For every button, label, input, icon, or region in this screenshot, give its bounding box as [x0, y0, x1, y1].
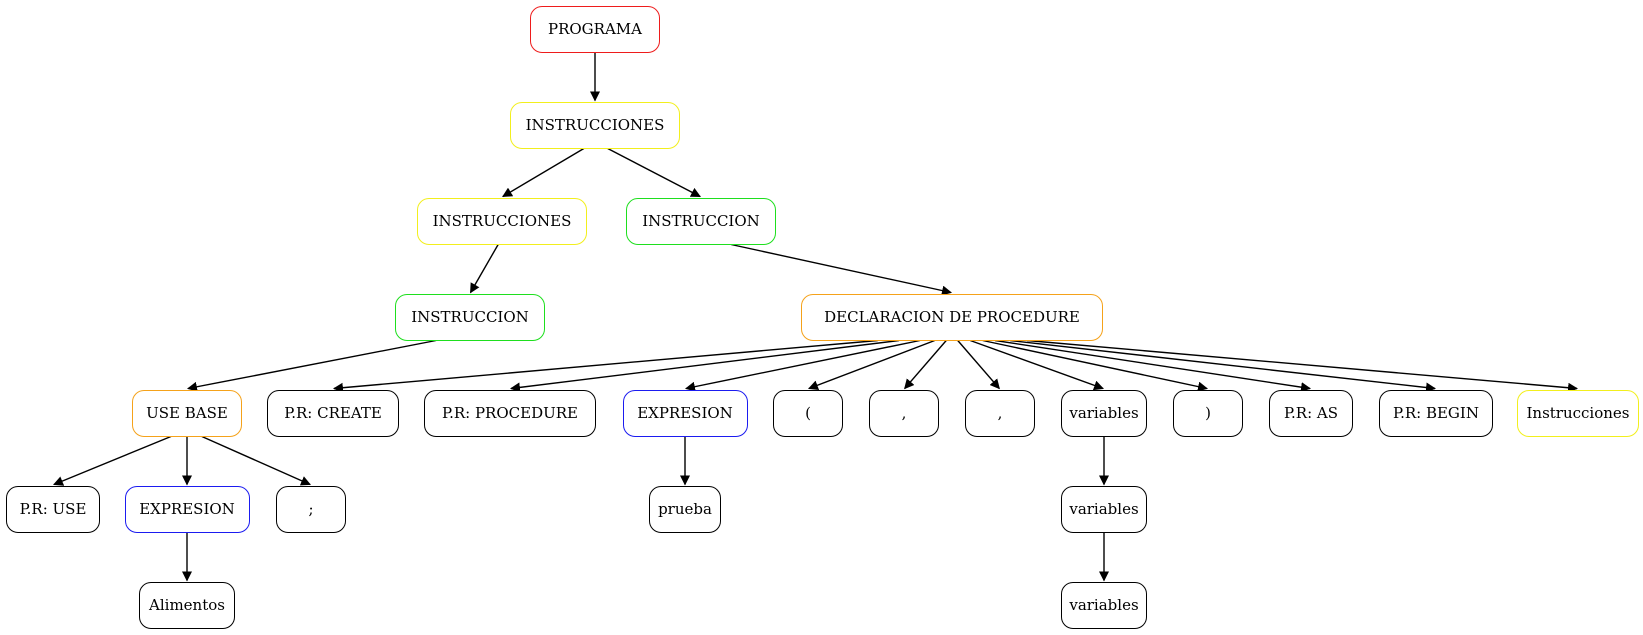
node-pr-create: P.R: CREATE [267, 389, 399, 437]
edge-n_use_base-to-n_pr_use [53, 435, 172, 486]
edge-n_decl_procedure-to-n_comma_1 [904, 340, 947, 390]
node-prueba: prueba [649, 485, 721, 533]
node-semicolon: ; [276, 485, 346, 533]
edge-n_instrucciones_root-to-n_instrucciones_left [502, 147, 585, 198]
edge-n_decl_procedure-to-n_paren_open [808, 339, 935, 390]
node-pr-procedure: P.R: PROCEDURE [424, 389, 596, 437]
edge-n_decl_procedure-to-n_instrucciones_lower [1027, 339, 1578, 393]
edge-n_instrucciones_root-to-n_instruccion_right [607, 147, 701, 198]
edge-n_decl_procedure-to-n_pr_as [994, 339, 1311, 393]
node-instrucciones-lower: Instrucciones [1517, 389, 1639, 437]
edge-n_instruccion_right-to-n_decl_procedure [730, 243, 952, 296]
node-programa: PROGRAMA [530, 5, 660, 53]
node-paren-open: ( [773, 389, 843, 437]
node-paren-close: ) [1173, 389, 1243, 437]
node-variables-2: variables [1061, 485, 1147, 533]
edge-n_decl_procedure-to-n_paren_close [982, 339, 1208, 392]
node-instrucciones-left: INSTRUCCIONES [417, 197, 587, 245]
node-expresion-use: EXPRESION [124, 485, 250, 533]
node-variables-3: variables [1061, 581, 1147, 629]
node-expresion-procedure: EXPRESION [622, 389, 748, 437]
node-instrucciones-root: INSTRUCCIONES [510, 101, 680, 149]
node-variables-1: variables [1061, 389, 1147, 437]
node-instruccion-right: INSTRUCCION [626, 197, 776, 245]
edge-n_decl_procedure-to-n_pr_procedure [510, 339, 900, 393]
node-declaracion-de-procedure: DECLARACION DE PROCEDURE [801, 293, 1103, 341]
node-pr-use: P.R: USE [6, 485, 100, 533]
node-comma-1: , [869, 389, 939, 437]
edge-n_decl_procedure-to-n_comma_2 [957, 340, 1000, 390]
node-comma-2: , [965, 389, 1035, 437]
edge-n_decl_procedure-to-n_variables_1 [970, 339, 1104, 391]
node-use-base: USE BASE [132, 389, 242, 437]
node-alimentos: Alimentos [139, 581, 235, 629]
edge-n_use_base-to-n_semicolon [201, 435, 311, 486]
node-pr-begin: P.R: BEGIN [1379, 389, 1493, 437]
node-pr-as: P.R: AS [1269, 389, 1353, 437]
edge-n_decl_procedure-to-n_pr_begin [1010, 339, 1436, 393]
edge-n_decl_procedure-to-n_expresion_proc [685, 339, 921, 392]
node-instruccion-left: INSTRUCCION [395, 293, 545, 341]
edge-n_instruccion_left-to-n_use_base [187, 339, 437, 392]
edge-n_decl_procedure-to-n_pr_create [333, 339, 878, 393]
edge-n_instrucciones_left-to-n_instruccion_left [469, 244, 499, 294]
